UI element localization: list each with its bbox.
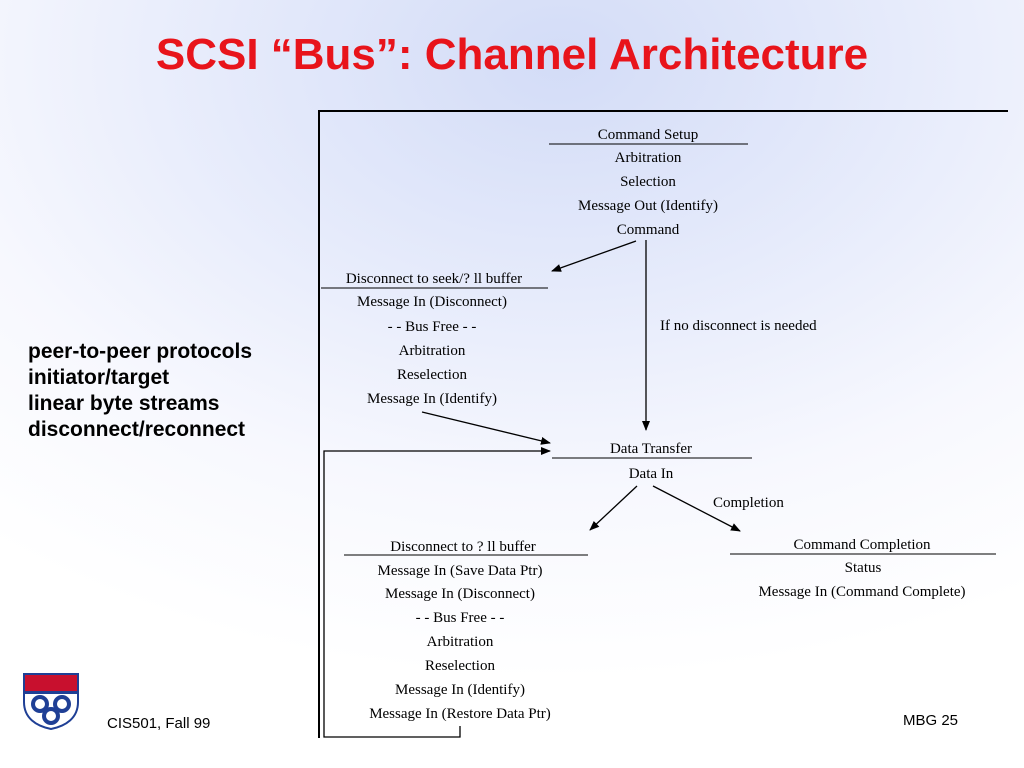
command-setup-line: Message Out (Identify)	[578, 198, 718, 214]
disconnect-seek-line: Message In (Disconnect)	[357, 294, 507, 310]
slide-title: SCSI “Bus”: Channel Architecture	[155, 30, 869, 79]
bullet-item: disconnect/reconnect	[28, 418, 246, 441]
disconnect-fill-line: Message In (Identify)	[395, 682, 525, 698]
no-disconnect-label: If no disconnect is needed	[660, 318, 817, 334]
disconnect-fill-line: Message In (Restore Data Ptr)	[369, 706, 551, 722]
disconnect-seek-line: - - Bus Free - -	[388, 319, 477, 335]
arrow-to-disconnect-seek	[551, 240, 637, 272]
disconnect-seek-line: Arbitration	[399, 343, 466, 359]
disconnect-seek-line: Reselection	[397, 367, 467, 383]
command-setup-line: Command	[617, 222, 680, 238]
disconnect-seek-header: Disconnect to seek/? ll buffer	[346, 271, 522, 287]
disconnect-fill-line: - - Bus Free - -	[416, 610, 505, 626]
completion-label: Completion	[713, 495, 784, 511]
bullet-item: initiator/target	[28, 366, 170, 389]
arrow-to-command-completion	[652, 485, 741, 532]
loopback-path	[323, 447, 551, 738]
bullet-list: peer-to-peer protocols initiator/target …	[28, 339, 252, 443]
arrow-to-data-transfer	[421, 411, 551, 445]
arrow-to-disconnect-fill	[589, 485, 638, 531]
disconnect-seek-line: Message In (Identify)	[367, 391, 497, 407]
command-setup-line: Arbitration	[615, 150, 682, 166]
disconnect-fill-header: Disconnect to ? ll buffer	[390, 539, 536, 555]
university-shield-logo	[23, 673, 79, 730]
data-transfer-header: Data Transfer	[610, 441, 692, 457]
disconnect-fill-line: Reselection	[425, 658, 495, 674]
command-completion-header: Command Completion	[793, 537, 931, 553]
disconnect-fill-line: Message In (Disconnect)	[385, 586, 535, 602]
bullet-item: linear byte streams	[28, 392, 220, 415]
disconnect-fill-line: Message In (Save Data Ptr)	[378, 563, 543, 579]
command-completion-line: Message In (Command Complete)	[758, 584, 965, 600]
footer-course: CIS501, Fall 99	[107, 715, 211, 732]
command-setup-line: Selection	[620, 174, 676, 190]
disconnect-fill-line: Arbitration	[427, 634, 494, 650]
data-transfer-line: Data In	[629, 466, 674, 482]
command-setup-header: Command Setup	[598, 127, 698, 143]
bullet-item: peer-to-peer protocols	[28, 340, 253, 363]
footer-page-number: MBG 25	[903, 712, 959, 729]
command-completion-line: Status	[845, 560, 882, 576]
